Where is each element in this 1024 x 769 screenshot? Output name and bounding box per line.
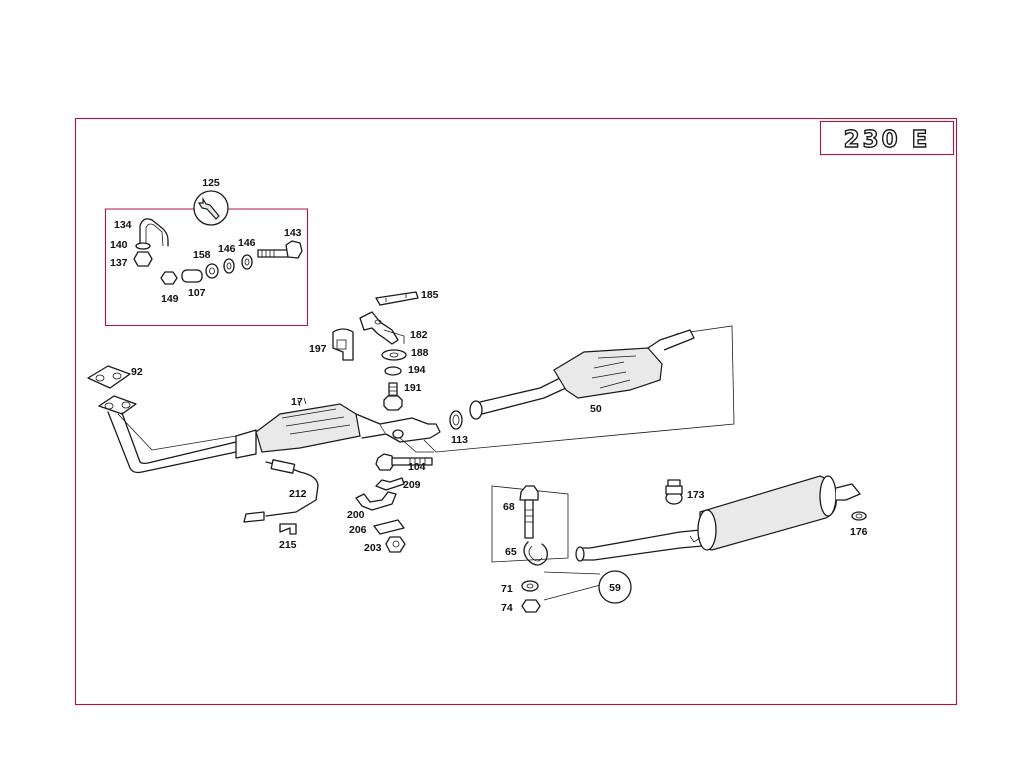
seal-ring-113	[449, 400, 483, 430]
callout-149: 149	[161, 293, 179, 305]
rear-muffler-group-box	[491, 485, 605, 601]
callout-209: 209	[403, 479, 421, 491]
callout-137: 137	[110, 257, 128, 269]
callout-194: 194	[408, 364, 426, 376]
washer-194	[384, 366, 402, 376]
callout-203: 203	[364, 542, 382, 554]
catalytic-converter-17	[255, 397, 441, 453]
nut-149	[160, 271, 178, 285]
bolt-143	[257, 240, 303, 259]
callout-134: 134	[114, 219, 132, 231]
callout-188: 188	[411, 347, 429, 359]
rear-muffler-59	[575, 475, 861, 562]
leader-104	[399, 437, 434, 453]
callout-158: 158	[193, 249, 211, 261]
sleeve-158	[205, 263, 219, 279]
front-muffler-50	[479, 329, 695, 415]
callout-182: 182	[410, 329, 428, 341]
wrench-icon	[193, 190, 229, 226]
rubber-hanger-173	[665, 479, 683, 505]
callout-circle-59	[598, 570, 632, 604]
gasket-92	[87, 365, 131, 389]
callout-140: 140	[110, 239, 128, 251]
clamp-206	[373, 519, 405, 535]
bracket-182	[359, 311, 405, 345]
callout-107: 107	[188, 287, 206, 299]
washer-188	[381, 349, 407, 361]
callout-146b: 146	[238, 237, 256, 249]
callout-197: 197	[309, 343, 327, 355]
washer-146a	[223, 258, 235, 274]
callout-71: 71	[501, 583, 513, 595]
washer-146b	[241, 254, 253, 270]
muffler-50-box	[423, 325, 735, 453]
callout-212: 212	[289, 488, 307, 500]
washer-140	[135, 242, 151, 250]
bolt-104	[375, 453, 433, 471]
clamp-200	[355, 491, 397, 511]
clamp-209	[375, 477, 405, 491]
callout-200: 200	[347, 509, 365, 521]
sleeve-107	[181, 269, 203, 283]
callout-173: 173	[687, 489, 705, 501]
nut-74	[521, 599, 541, 613]
callout-176: 176	[850, 526, 868, 538]
model-badge-text: 230 E	[844, 127, 931, 153]
bolt-191	[383, 382, 403, 411]
callout-68: 68	[503, 501, 515, 513]
small-parts-kit-box	[104, 190, 309, 327]
callout-191: 191	[404, 382, 422, 394]
washer-176	[851, 511, 867, 521]
nut-203	[385, 536, 406, 553]
callout-104: 104	[408, 461, 426, 473]
callout-17: 17	[291, 396, 303, 408]
bracket-185	[375, 291, 419, 306]
callout-74: 74	[501, 602, 513, 614]
callout-125: 125	[202, 177, 220, 189]
model-badge: 230 E	[819, 120, 955, 156]
callout-146a: 146	[218, 243, 236, 255]
rubber-mount-197	[332, 328, 354, 361]
callout-59: 59	[609, 582, 621, 594]
callout-206: 206	[349, 524, 367, 536]
callout-215: 215	[279, 539, 297, 551]
stud-134	[139, 218, 169, 247]
callout-65: 65	[505, 546, 517, 558]
oxygen-sensor-212	[243, 459, 319, 523]
callout-113: 113	[451, 434, 468, 446]
callout-50: 50	[590, 403, 602, 415]
callout-185: 185	[421, 289, 439, 301]
diagram-frame	[74, 117, 958, 706]
callout-143: 143	[284, 227, 302, 239]
u-bolt-68	[519, 485, 539, 539]
callout-92: 92	[131, 366, 143, 378]
front-exhaust-pipe	[98, 395, 257, 474]
washer-71	[521, 580, 539, 592]
clamp-65	[523, 541, 548, 566]
nut-137	[133, 251, 153, 267]
callout-labels: 125 134 140 137 158 146 146 143 149 107 …	[110, 177, 868, 614]
clip-215	[279, 523, 297, 535]
